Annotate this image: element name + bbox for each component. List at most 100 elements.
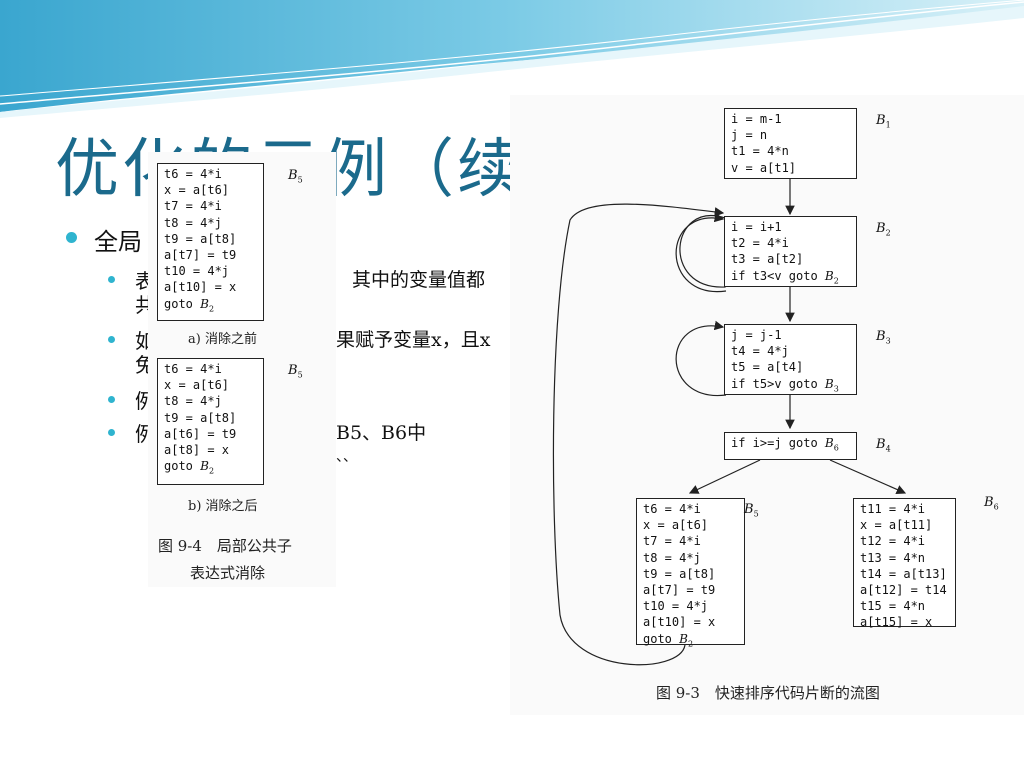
block-label-sub: 3 bbox=[885, 336, 891, 346]
code-line: j = n bbox=[731, 128, 768, 143]
code-line: t4 = 4*j bbox=[731, 344, 789, 359]
code-line: a[t7] = t9 bbox=[643, 583, 716, 598]
code-line: t9 = a[t8] bbox=[164, 231, 237, 246]
flow-block-b6: t11 = 4*i x = a[t11] t12 = 4*i t13 = 4*n… bbox=[853, 498, 956, 630]
bullet-dot-icon bbox=[108, 276, 115, 283]
goto-keyword: if t3<v goto bbox=[731, 268, 825, 283]
bullet-dot-icon bbox=[66, 232, 77, 243]
goto-target-sub: 2 bbox=[208, 304, 215, 314]
code-line-goto: if t3<v goto B2 bbox=[731, 268, 852, 290]
edge-b3-loop bbox=[675, 320, 727, 396]
text-fragment: 果赋予变量x，且x bbox=[336, 329, 491, 351]
edge-b2-loop-arrow bbox=[675, 212, 727, 293]
goto-keyword: goto bbox=[164, 296, 201, 311]
code-line: t10 = 4*j bbox=[643, 599, 709, 614]
flow-block-b4: if i>=j goto B6 bbox=[724, 432, 857, 460]
block-label-letter: B bbox=[876, 113, 886, 128]
figure-9-3: i = m-1 j = n t1 = 4*n v = a[t1] B1 i = … bbox=[510, 95, 1024, 715]
code-line: t9 = a[t8] bbox=[643, 566, 716, 581]
goto-keyword: if t5>v goto bbox=[731, 376, 825, 391]
block-label-letter: B bbox=[288, 168, 298, 183]
block-label: B5 bbox=[288, 168, 303, 185]
code-line: t6 = 4*i bbox=[643, 502, 701, 516]
block-label-b4: B4 bbox=[876, 437, 891, 454]
text-fragment: B5、B6中 bbox=[336, 422, 427, 444]
code-line: t7 = 4*i bbox=[164, 199, 222, 214]
goto-target: B bbox=[200, 296, 209, 311]
code-block-before: t6 = 4*i x = a[t6] t7 = 4*i t8 = 4*j t9 … bbox=[157, 163, 264, 321]
code-line: x = a[t6] bbox=[164, 183, 230, 198]
text-fragment: 其中的变量值都 bbox=[352, 269, 486, 291]
edge-b4-b6 bbox=[829, 459, 907, 495]
code-line: t12 = 4*i bbox=[860, 534, 926, 549]
block-label-letter: B bbox=[876, 437, 886, 452]
figure-9-4: t6 = 4*i x = a[t6] t7 = 4*i t8 = 4*j t9 … bbox=[148, 152, 336, 587]
goto-target: B bbox=[679, 631, 688, 646]
block-label-sub: 1 bbox=[885, 120, 891, 130]
goto-target: B bbox=[824, 376, 834, 391]
code-line: a[t7] = t9 bbox=[164, 248, 237, 263]
code-line: t13 = 4*n bbox=[860, 550, 926, 565]
goto-keyword: if i>=j goto bbox=[731, 436, 825, 450]
flow-block-b2: i = i+1 t2 = 4*i t3 = a[t2] if t3<v goto… bbox=[724, 216, 857, 287]
code-line: x = a[t6] bbox=[164, 378, 230, 393]
code-line: t6 = 4*i bbox=[164, 362, 222, 376]
code-line-goto: goto B2 bbox=[164, 458, 259, 480]
code-line: t6 = 4*i bbox=[164, 167, 222, 181]
code-line: a[t10] = x bbox=[643, 615, 716, 630]
code-line-goto: if i>=j goto B6 bbox=[731, 435, 852, 457]
block-label-letter: B bbox=[984, 495, 994, 510]
code-line: a[t10] = x bbox=[164, 280, 237, 295]
goto-target-sub: 2 bbox=[208, 466, 215, 476]
code-line: t7 = 4*i bbox=[643, 534, 701, 549]
code-line: t14 = a[t13] bbox=[860, 566, 947, 581]
block-label-sub: 5 bbox=[297, 370, 303, 380]
goto-target: B bbox=[824, 268, 834, 283]
bullet-dot-icon bbox=[108, 396, 115, 403]
block-label-b1: B1 bbox=[876, 113, 891, 130]
block-label-sub: 6 bbox=[993, 502, 999, 512]
code-line: a[t12] = t14 bbox=[860, 583, 947, 598]
goto-target-sub: 6 bbox=[833, 443, 839, 453]
subcaption-after: b) 消除之后 bbox=[188, 499, 258, 514]
block-label-b2: B2 bbox=[876, 221, 891, 238]
code-line: t5 = a[t4] bbox=[731, 360, 804, 375]
code-line: v = a[t1] bbox=[731, 160, 797, 175]
goto-target-sub: 2 bbox=[833, 276, 839, 285]
text-fragment: 、、 bbox=[336, 449, 357, 465]
code-line: x = a[t6] bbox=[643, 518, 709, 533]
code-line: t9 = a[t8] bbox=[164, 410, 237, 425]
block-label-letter: B bbox=[876, 329, 886, 344]
subcaption-before: a) 消除之前 bbox=[188, 332, 257, 347]
code-line: t10 = 4*j bbox=[164, 264, 230, 279]
bullet-text: 全局 bbox=[94, 228, 142, 256]
block-label-letter: B bbox=[288, 363, 298, 378]
flow-block-b3: j = j-1 t4 = 4*j t5 = a[t4] if t5>v goto… bbox=[724, 324, 857, 395]
goto-target-sub: 3 bbox=[833, 384, 839, 393]
figure-caption-line1: 图 9-4 局部公共子 bbox=[158, 537, 292, 555]
header-wave-decoration bbox=[0, 0, 1024, 118]
figure-caption-line2: 表达式消除 bbox=[190, 564, 266, 582]
block-label-b6: B6 bbox=[984, 495, 999, 512]
code-line-goto: goto B2 bbox=[643, 631, 740, 653]
code-line: t8 = 4*j bbox=[164, 394, 222, 409]
code-line: a[t15] = x bbox=[860, 615, 933, 630]
goto-keyword: goto bbox=[643, 631, 680, 646]
goto-keyword: goto bbox=[164, 459, 201, 474]
code-line: t2 = 4*i bbox=[731, 236, 789, 251]
code-line: t11 = 4*i bbox=[860, 502, 926, 516]
goto-target-sub: 2 bbox=[687, 639, 694, 649]
code-line: a[t8] = x bbox=[164, 443, 230, 458]
code-line: j = j-1 bbox=[731, 328, 782, 342]
goto-target: B bbox=[824, 436, 834, 450]
code-line: i = i+1 bbox=[731, 220, 782, 234]
flow-graph-edges bbox=[552, 179, 907, 666]
block-label: B5 bbox=[288, 363, 303, 380]
code-line: a[t6] = t9 bbox=[164, 426, 237, 441]
block-label-letter: B bbox=[744, 502, 754, 517]
code-line: i = m-1 bbox=[731, 112, 782, 126]
block-label-sub: 5 bbox=[753, 509, 759, 519]
flow-block-b1: i = m-1 j = n t1 = 4*n v = a[t1] bbox=[724, 108, 857, 179]
code-line: t15 = 4*n bbox=[860, 599, 926, 614]
block-label-b3: B3 bbox=[876, 329, 891, 346]
